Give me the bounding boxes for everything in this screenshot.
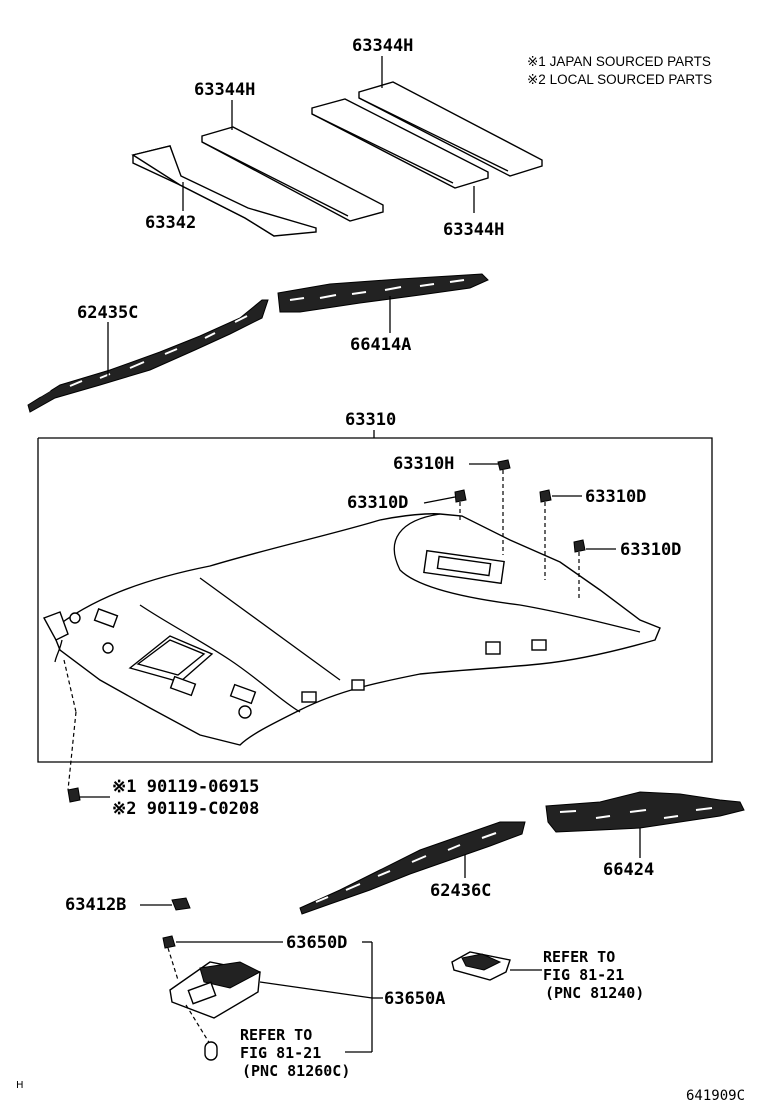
label-63650D: 63650D [286,933,347,953]
ref-lamp-left-line2: FIG 81-21 [240,1044,321,1062]
label-63344H-top: 63344H [352,36,413,56]
label-63310: 63310 [345,410,396,430]
footer-mark: H [16,1080,24,1091]
ref-lamp-left-line3: (PNC 81260C) [242,1062,350,1080]
clip-63310D-right [573,539,586,553]
pad-63344H-left [201,126,384,222]
garnish-66424 [545,791,745,833]
figure-code: 641909C [686,1088,745,1104]
pad-63342 [131,145,317,237]
label-66424: 66424 [603,860,654,880]
label-63310D-mid: 63310D [585,487,646,507]
room-lamp-63650A [169,961,262,1019]
garnish-62435C [27,299,269,413]
ref-lamp-right-line1: REFER TO [543,948,615,966]
pad-63344H-right [358,81,543,177]
pad-63344H-center [311,98,489,189]
note-local-sourced: ※2 LOCAL SOURCED PARTS [527,72,712,87]
assembly-frame [37,437,713,763]
clip-63310D-mid [539,489,552,503]
label-62435C: 62435C [77,303,138,323]
clip-63412B [171,897,191,911]
label-63310H: 63310H [393,454,454,474]
garnish-62436C [299,821,526,915]
ref-lamp-right-line3: (PNC 81240) [545,984,644,1002]
note-japan-sourced: ※1 JAPAN SOURCED PARTS [527,54,711,69]
label-63344H-right: 63344H [443,220,504,240]
label-62436C: 62436C [430,881,491,901]
ref-lamp-right-line2: FIG 81-21 [543,966,624,984]
label-66414A: 66414A [350,335,411,355]
ref-lamp-left-line1: REFER TO [240,1026,312,1044]
garnish-66414A [277,273,489,313]
label-63342: 63342 [145,213,196,233]
label-bolt-local: ※2 90119-C0208 [112,799,259,819]
label-63310D-left: 63310D [347,493,408,513]
clip-63650D [162,935,176,949]
label-63344H-left: 63344H [194,80,255,100]
clip-63310D-left [454,489,467,503]
room-lamp-81240 [451,951,511,981]
bulb [204,1041,218,1061]
label-63412B: 63412B [65,895,126,915]
label-63650A: 63650A [384,989,445,1009]
bolt-90119 [67,787,81,803]
label-63310D-right: 63310D [620,540,681,560]
clip-63310H [497,459,511,471]
headliner-63310 [42,513,661,746]
label-bolt-japan: ※1 90119-06915 [112,777,259,797]
